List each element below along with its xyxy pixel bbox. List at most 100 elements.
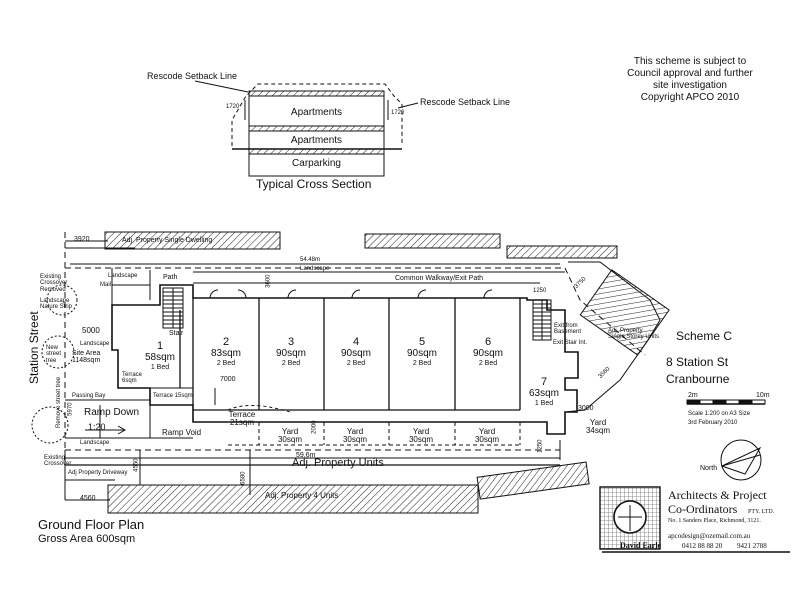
- exit-basement-label: Exit from Basement: [554, 323, 582, 336]
- firm-logo: [599, 486, 790, 553]
- landscape-nature-strip: Landscape Nature Strip: [40, 298, 73, 311]
- yard-5: Yard 30sqm: [401, 427, 441, 445]
- scheme-address-1: 8 Station St: [666, 355, 729, 369]
- scale-bar: [686, 399, 766, 405]
- unit-4: 4 90sqm 2 Bed: [325, 336, 387, 368]
- firm-address: No. 1 Sanders Place, Richmond, 3121.: [668, 518, 761, 524]
- dim-5000: 5000: [82, 326, 100, 335]
- yard-5-area: 30sqm: [408, 435, 433, 445]
- existing-crossover-removed: Existing Crossover Removed: [40, 274, 68, 293]
- adj-property-top: Adj. Property Single Dwelling: [122, 237, 213, 244]
- scheme-title: Scheme C: [676, 329, 733, 343]
- note-line-4: Copyright APCO 2010: [640, 92, 740, 103]
- yard-3: Yard 30sqm: [270, 427, 310, 445]
- path-label: Path: [163, 274, 178, 281]
- cross-section-title: Typical Cross Section: [256, 177, 372, 191]
- yard-4: Yard 30sqm: [335, 427, 375, 445]
- unit-3-area: 90sqm: [275, 348, 306, 359]
- terrace-lower-label: Terrace 15sqm: [153, 393, 193, 399]
- yard-5-label: Yard: [412, 427, 430, 436]
- unit-7: 7 63sqm 1 Bed: [524, 376, 564, 408]
- unit-7-area: 63sqm: [528, 388, 559, 399]
- unit-4-number: 4: [352, 336, 360, 348]
- dim-1250-b: 1250: [537, 439, 544, 453]
- unit-6-beds: 2 Bed: [478, 360, 498, 367]
- ground-floor-plan: [31, 231, 670, 514]
- yard-3-label: Yard: [281, 427, 299, 436]
- setback-right-label: Rescode Setback Line: [420, 97, 511, 107]
- dim-right-label: 1720: [391, 110, 405, 116]
- unit-1-beds: 1 Bed: [150, 364, 170, 371]
- unit-5-area: 90sqm: [406, 348, 437, 359]
- firm-name-1: Architects & Project: [668, 488, 767, 502]
- scheme-address-2: Cranbourne: [666, 372, 730, 386]
- yard-7: Yard 34sqm: [578, 418, 618, 436]
- adj-units-label: Adj. Property Units: [292, 457, 384, 469]
- dim-3600: 3600: [265, 274, 272, 288]
- site-area-label: Site Area 1148sqm: [72, 350, 101, 365]
- level-carparking: Carparking: [292, 158, 341, 169]
- note-line-1: This scheme is subject to: [633, 56, 747, 67]
- firm-name-2: Co-Ordinators: [668, 502, 738, 516]
- station-street-label: Station Street: [27, 311, 41, 384]
- adj-right-label: Adj. Property Single Storey Units: [608, 328, 660, 341]
- dim-3920: 3920: [74, 236, 90, 243]
- common-walkway-label: Common Walkway/Exit Path: [395, 275, 484, 282]
- unit-5: 5 90sqm 2 Bed: [391, 336, 453, 368]
- landscape-bottom: Landscape: [80, 440, 110, 446]
- scale-right: 10m: [756, 392, 770, 399]
- yard-6-area: 30sqm: [474, 435, 499, 445]
- stair-right-label: Exit Stair Int.: [553, 340, 588, 346]
- existing-crossover-bottom: Existing Crossover: [44, 455, 72, 468]
- landscape-top: Landscape: [300, 266, 330, 272]
- yard-3-area: 30sqm: [277, 435, 302, 445]
- dim-4560: 4560: [80, 495, 96, 502]
- unit-7-number: 7: [540, 376, 548, 388]
- dim-54-48: 54.48m: [300, 257, 321, 263]
- yard-7-label: Yard: [589, 418, 607, 427]
- terrace-small-label: Terrace 6sqm: [122, 372, 143, 385]
- unit-1-area: 58sqm: [144, 352, 175, 363]
- north-arrow: [720, 439, 762, 481]
- unit-3-beds: 2 Bed: [281, 360, 301, 367]
- firm-phone-2: 9421 2788: [737, 542, 767, 550]
- unit-4-area: 90sqm: [340, 348, 371, 359]
- scale-note: Scale 1:200 on A3 Size: [688, 411, 751, 417]
- unit-6-area: 90sqm: [472, 348, 503, 359]
- unit-2-beds: 2 Bed: [216, 360, 236, 367]
- dim-5970: 5970: [67, 402, 74, 416]
- note-line-3: site investigation: [653, 80, 727, 91]
- dim-6580: 6580: [240, 471, 247, 485]
- yard-7-area: 34sqm: [585, 426, 610, 436]
- unit-4-beds: 2 Bed: [346, 360, 366, 367]
- firm-phone-1: 0412 88 88 20: [682, 542, 723, 550]
- ramp-ratio-label: 1:20: [88, 422, 106, 432]
- yard-4-label: Yard: [346, 427, 364, 436]
- dim-7000: 7000: [220, 376, 236, 383]
- adj-4-units-label: Adj. Property 4 Units: [265, 491, 339, 500]
- landscape-left: Landscape: [108, 273, 138, 279]
- dim-4550: 4550: [133, 458, 140, 472]
- ramp-void-label: Ramp Void: [162, 428, 202, 437]
- unit-1: 1 58sqm 1 Bed: [140, 340, 180, 372]
- plan-title: Ground Floor Plan: [38, 517, 145, 532]
- level-apartments-upper: Apartments: [290, 107, 343, 118]
- unit-2-number: 2: [222, 336, 230, 348]
- yard-6: Yard 30sqm: [467, 427, 507, 445]
- unit-3: 3 90sqm 2 Bed: [260, 336, 322, 368]
- dim-1250: 1250: [533, 288, 547, 294]
- level-apartments-lower: Apartments: [290, 135, 343, 146]
- unit-3-number: 3: [287, 336, 295, 348]
- terrace-main-area: 21sqm: [229, 418, 254, 428]
- unit-5-beds: 2 Bed: [412, 360, 432, 367]
- unit-6: 6 90sqm 2 Bed: [457, 336, 519, 368]
- unit-2: 2 83sqm 2 Bed: [196, 336, 256, 368]
- unit-6-number: 6: [484, 336, 492, 348]
- new-street-tree: New street tree: [46, 345, 62, 364]
- scale-left: 2m: [688, 392, 698, 399]
- firm-pty: PTY. LTD.: [748, 509, 775, 515]
- yard-4-area: 30sqm: [342, 435, 367, 445]
- note-line-2: Council approval and further: [627, 68, 753, 79]
- unit-7-beds: 1 Bed: [534, 400, 554, 407]
- terrace-main: Terrace 21sqm: [222, 410, 262, 428]
